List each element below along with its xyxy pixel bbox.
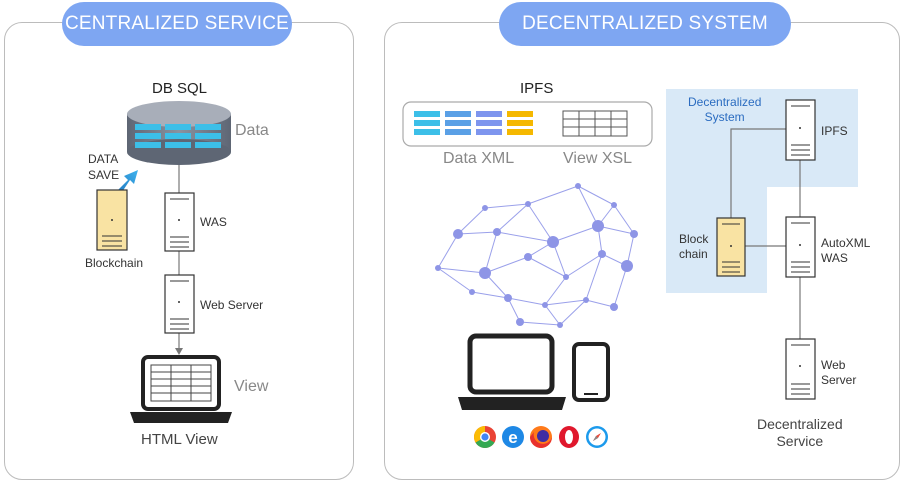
web-server-icon [785,338,816,400]
edge-icon: e [502,426,524,448]
decentralized-system-label: Decentralized System [688,95,762,124]
block-chain-server-icon [716,217,746,277]
view-xsl-label: View XSL [563,150,633,167]
blockchain-server-icon [96,189,128,251]
web-server-label-right: Web Server [821,358,857,387]
blockchain-label: Blockchain [85,256,144,270]
data-label: Data [235,122,269,139]
db-sql-label: DB SQL [152,80,208,97]
view-label: View [234,378,269,395]
smartphone-icon [572,342,610,402]
ipfs-server-label: IPFS [821,124,848,138]
web-server-icon [164,274,195,334]
block-chain-label: Block chain [679,232,709,261]
database-icon [127,101,231,165]
web-server-label: Web Server [200,298,264,312]
opera-icon [559,426,579,448]
autoxml-was-server-icon [785,216,816,278]
safari-icon [586,426,608,448]
svg-text:e: e [508,428,517,447]
decentralized-service-label: Decentralized Service [757,416,843,449]
was-server-icon [164,192,195,252]
autoxml-was-label: AutoXML WAS [821,236,871,265]
laptop-icon [130,355,232,423]
ipfs-server-icon [785,99,816,161]
network-graph [435,183,638,328]
html-view-label: HTML View [141,431,218,448]
chrome-icon [474,426,496,448]
data-xml-label: Data XML [443,150,515,167]
ipfs-label: IPFS [520,80,554,97]
data-xml-icon [414,111,533,135]
data-save-label: DATA SAVE [88,152,120,182]
was-label: WAS [200,215,227,229]
decentralized-title: DECENTRALIZED SYSTEM [499,2,791,46]
view-xsl-icon [562,110,628,137]
centralized-title: CENTRALIZED SERVICE [62,2,292,46]
laptop-icon [458,333,566,410]
firefox-icon [530,426,552,448]
